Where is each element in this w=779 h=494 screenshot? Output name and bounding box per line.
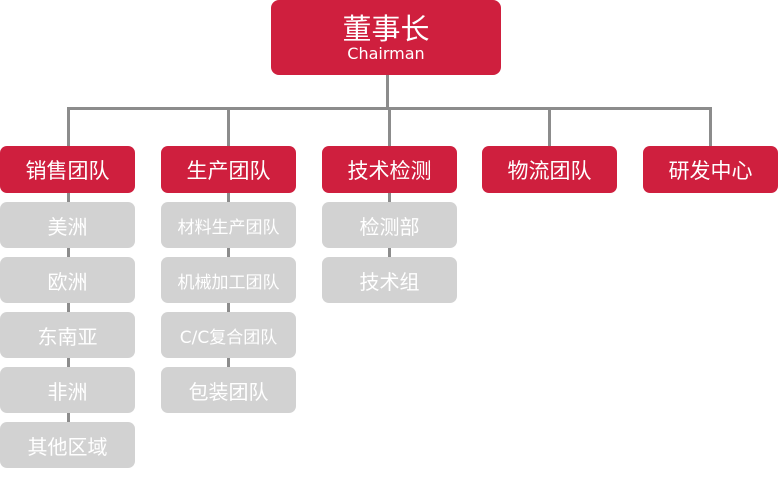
sales-sub-other-regions: 其他区域 [0,422,135,468]
dept-connector [388,107,391,147]
dept-tech-testing: 技术检测 [322,146,457,193]
sales-sub-europe: 欧洲 [0,257,135,303]
dept-production: 生产团队 [161,146,296,193]
production-sub-machining: 机械加工团队 [161,257,296,303]
root-connector [386,75,389,108]
dept-connector [548,107,551,147]
dept-rnd: 研发中心 [643,146,778,193]
sales-sub-africa: 非洲 [0,367,135,413]
production-sub-cc-composite: C/C复合团队 [161,312,296,358]
production-sub-materials: 材料生产团队 [161,202,296,248]
chairman-subtitle: Chairman [347,43,425,63]
dept-connector [227,107,230,147]
dept-connector [709,107,712,147]
sales-sub-southeast-asia: 东南亚 [0,312,135,358]
dept-logistics: 物流团队 [482,146,617,193]
production-sub-packaging: 包装团队 [161,367,296,413]
dept-sales: 销售团队 [0,146,135,193]
tech-sub-tech-group: 技术组 [322,257,457,303]
chairman-title: 董事长 [342,11,430,46]
sales-sub-americas: 美洲 [0,202,135,248]
dept-connector [67,107,70,147]
tech-sub-testing-dept: 检测部 [322,202,457,248]
chairman-node: 董事长 Chairman [271,0,501,75]
